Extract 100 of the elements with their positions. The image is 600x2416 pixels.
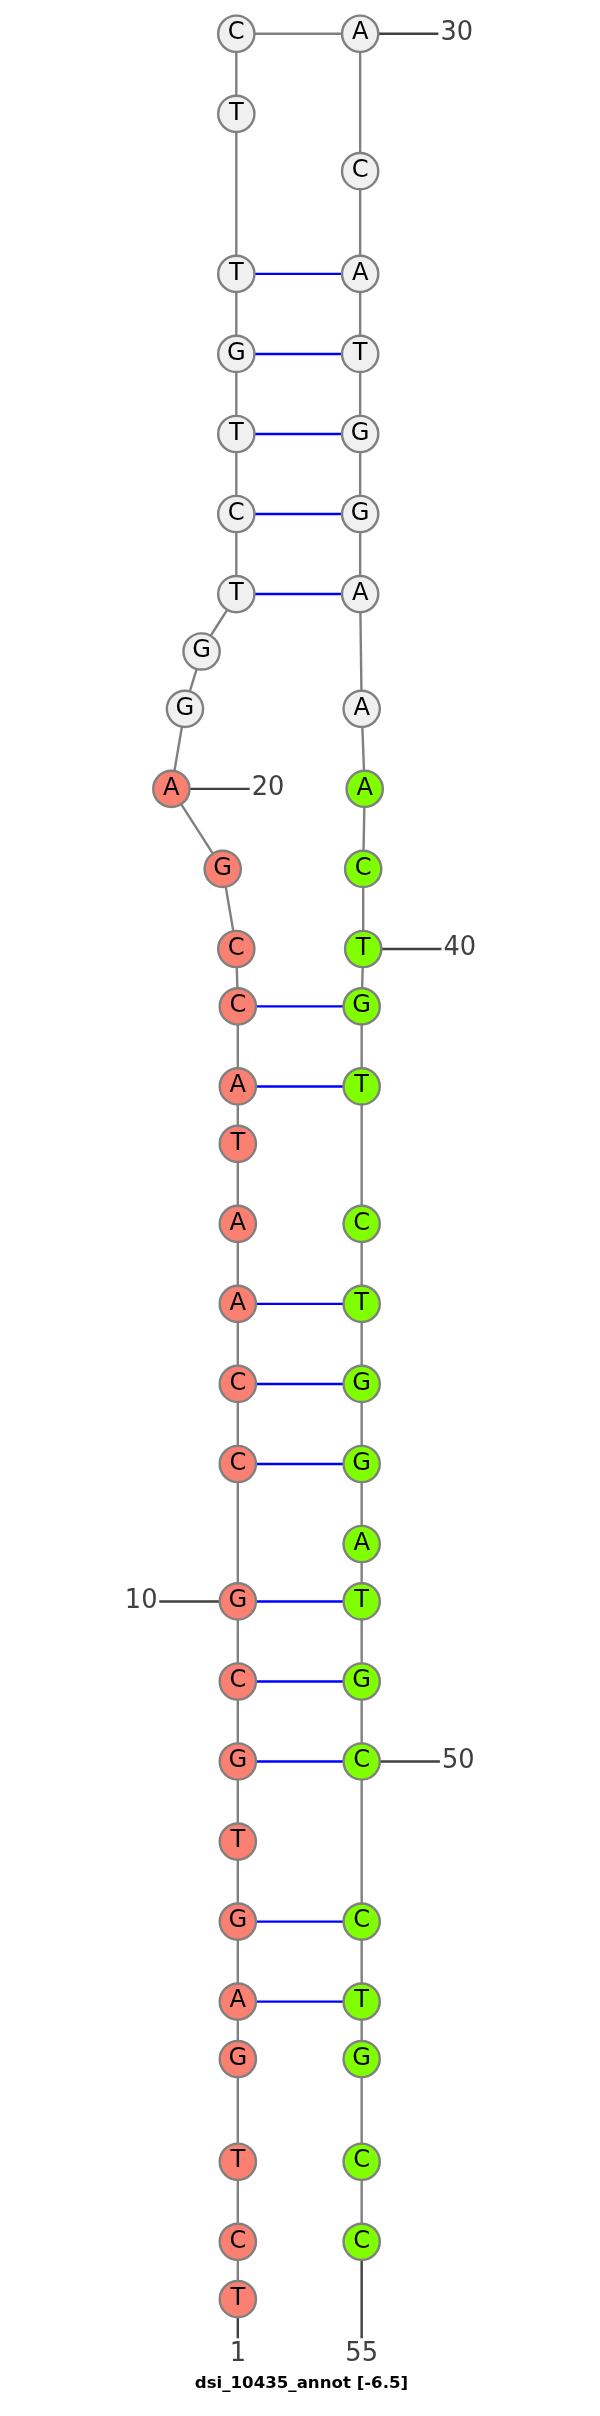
- node-circle: C: [216, 929, 256, 969]
- node-circle: A: [218, 1982, 257, 2021]
- node-circle: T: [341, 1284, 381, 1324]
- connector: [236, 1699, 239, 1743]
- node-circle: G: [341, 1364, 381, 1404]
- node-circle: A: [218, 1284, 257, 1324]
- node-circle: C: [340, 151, 379, 191]
- node-circle: G: [165, 689, 204, 729]
- connector: [236, 2317, 239, 2339]
- node-circle: T: [341, 1982, 381, 2021]
- connector: [361, 887, 364, 931]
- node-circle: C: [218, 987, 257, 1026]
- node-circle: G: [218, 1582, 257, 1621]
- node-circle: C: [341, 1204, 381, 1244]
- node-circle: A: [151, 769, 191, 809]
- connector: [359, 1024, 363, 1068]
- connector: [254, 432, 342, 436]
- connector: [255, 2000, 344, 2003]
- node-circle: C: [341, 1902, 381, 1941]
- node-circle: A: [344, 769, 384, 809]
- connector: [359, 1699, 363, 1743]
- node-circle: C: [341, 2222, 381, 2262]
- connector: [234, 292, 237, 336]
- node-circle: T: [218, 2279, 257, 2319]
- connector: [358, 612, 363, 691]
- node-circle: T: [216, 254, 256, 294]
- connector: [377, 32, 438, 35]
- node-circle: G: [340, 414, 379, 454]
- connector: [360, 967, 364, 988]
- connector: [359, 2260, 363, 2339]
- connector: [358, 292, 361, 336]
- node-circle: T: [218, 2142, 257, 2182]
- connector: [236, 1859, 239, 1903]
- connector: [255, 1462, 344, 1466]
- node-text: 40: [443, 931, 476, 962]
- node-circle: A: [218, 1067, 257, 1106]
- connector: [359, 1619, 363, 1663]
- connector: [255, 1302, 344, 1306]
- connector: [188, 668, 198, 692]
- connector: [234, 51, 237, 96]
- node-circle: G: [202, 849, 242, 889]
- node-circle: C: [218, 2222, 257, 2262]
- node-circle: T: [218, 1124, 257, 1164]
- connector: [361, 807, 366, 851]
- connector: [254, 592, 342, 596]
- node-circle: G: [341, 2039, 381, 2079]
- connector: [236, 1482, 239, 1584]
- node-circle: T: [341, 1067, 381, 1106]
- node-circle: T: [216, 94, 256, 134]
- connector: [255, 1085, 344, 1088]
- connector: [255, 1760, 344, 1763]
- connector: [359, 1779, 363, 1904]
- connector: [359, 1482, 363, 1526]
- connector: [234, 452, 237, 496]
- node-circle: G: [218, 2039, 257, 2079]
- node-circle: A: [218, 1204, 257, 1244]
- connector: [236, 1322, 239, 1366]
- connector: [359, 1562, 363, 1583]
- connector: [359, 1104, 363, 1206]
- node-text: 20: [251, 771, 284, 802]
- connector: [359, 1322, 363, 1366]
- node-text: 10: [124, 1583, 157, 1614]
- node-circle: A: [341, 1524, 381, 1564]
- connector: [234, 372, 237, 416]
- node-circle: T: [216, 574, 256, 614]
- node-circle: C: [218, 1662, 257, 1701]
- node-circle: T: [218, 1822, 257, 1861]
- connector: [254, 32, 342, 35]
- node-circle: T: [343, 929, 382, 969]
- connector: [380, 947, 441, 951]
- connector: [359, 1402, 363, 1446]
- node-text: 55: [344, 2336, 378, 2367]
- connector: [254, 512, 342, 516]
- connector: [359, 2077, 363, 2144]
- node-circle: T: [216, 414, 256, 454]
- node-circle: C: [216, 14, 256, 54]
- node-text: 1: [229, 2336, 246, 2367]
- node-circle: G: [218, 1902, 257, 1941]
- connector: [358, 52, 361, 153]
- connector: [255, 1920, 344, 1923]
- node-circle: A: [341, 689, 381, 729]
- connector: [236, 1105, 239, 1126]
- node-circle: A: [340, 574, 379, 614]
- node-circle: C: [341, 2142, 381, 2182]
- node-circle: C: [216, 494, 256, 534]
- connector: [236, 2077, 239, 2144]
- node-circle: G: [341, 987, 381, 1026]
- connector: [224, 886, 234, 932]
- connector: [236, 1619, 239, 1663]
- connector: [255, 1005, 344, 1008]
- connector: [359, 1242, 363, 1286]
- node-circle: G: [341, 1444, 381, 1484]
- connector: [358, 372, 361, 416]
- node-text: 50: [441, 1743, 475, 1774]
- connector: [236, 1939, 239, 1983]
- connector: [236, 1402, 239, 1446]
- connector: [234, 532, 237, 576]
- connector: [236, 2020, 239, 2041]
- node-circle: T: [340, 334, 379, 374]
- connector: [358, 532, 361, 576]
